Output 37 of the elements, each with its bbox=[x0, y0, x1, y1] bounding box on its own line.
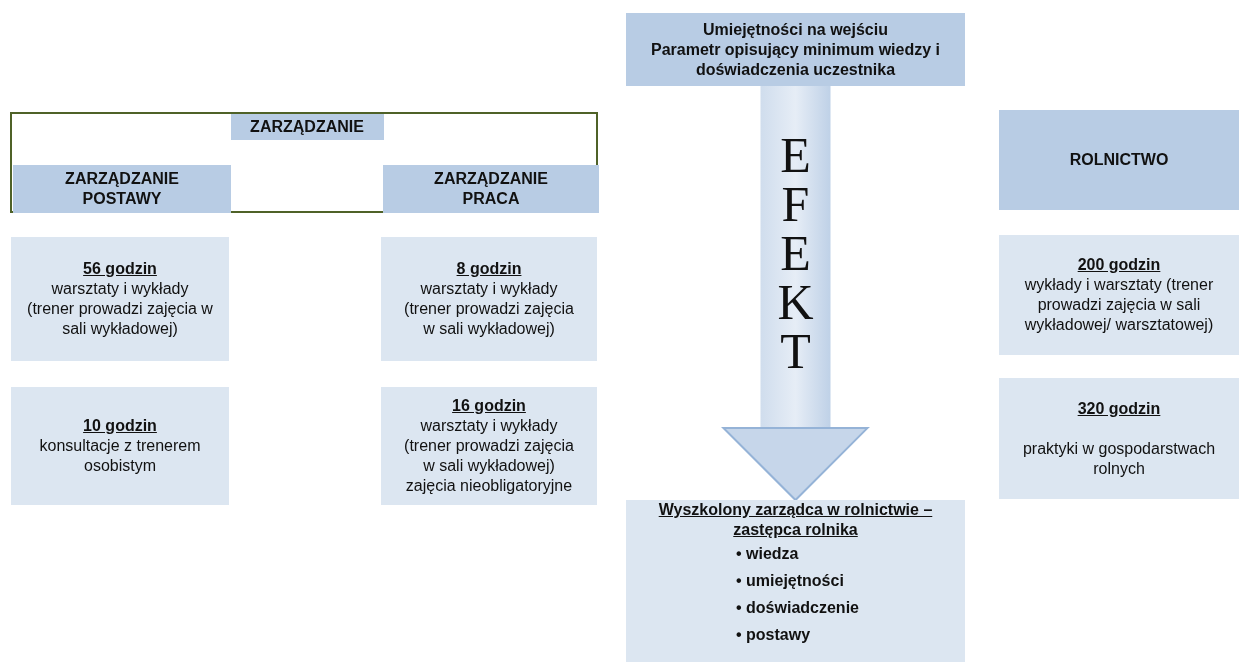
text-box bbox=[11, 237, 229, 361]
box-text: Parametr opisujący minimum wiedzy i doświadczenia uczestnika bbox=[650, 39, 941, 80]
box-text: wykłady i warsztaty (trener prowadzi zajęcia w sali wykładowej/ warsztatowej) bbox=[1023, 275, 1215, 335]
group-title: ZARZĄDZANIE bbox=[230, 114, 384, 140]
result-box bbox=[626, 500, 965, 662]
list-item: • umiejętności bbox=[735, 571, 845, 591]
category-box bbox=[13, 165, 231, 213]
hours-heading: 10 godzin bbox=[82, 416, 158, 436]
hours-heading: 8 godzin bbox=[455, 259, 523, 279]
box-text: praktyki w gospodarstwach rolnych bbox=[1021, 438, 1217, 479]
box-heading: ZARZĄDZANIE PRACA bbox=[433, 169, 549, 209]
text-box bbox=[11, 387, 229, 505]
box-heading: Wyszkolony zarządca w rolnictwie – zastępca rolnika bbox=[657, 500, 934, 540]
hours-heading: 200 godzin bbox=[1076, 255, 1162, 275]
box-heading: ROLNICTWO bbox=[1069, 150, 1169, 170]
list-item: • wiedza bbox=[735, 544, 800, 564]
list-item: • doświadczenie bbox=[735, 598, 860, 618]
category-box bbox=[999, 110, 1239, 210]
hours-heading: 320 godzin bbox=[1076, 398, 1162, 419]
box-text: warsztaty i wykłady (trener prowadzi zajęcia w sali wykładowej) zajęcia nieobligatoryjne bbox=[403, 416, 575, 496]
category-box bbox=[383, 165, 599, 213]
box-text: konsultacje z trenerem osobistym bbox=[38, 436, 202, 476]
box-text: Umiejętności na wejściu bbox=[703, 19, 888, 40]
box-text: warsztaty i wykłady (trener prowadzi zajęcia w sali wykładowej) bbox=[26, 279, 214, 339]
hours-heading: 56 godzin bbox=[82, 259, 158, 279]
hours-heading: 16 godzin bbox=[451, 396, 527, 416]
text-box bbox=[999, 378, 1239, 499]
edge-label: EFEKT bbox=[776, 131, 815, 376]
box-heading: ZARZĄDZANIE POSTAWY bbox=[64, 169, 180, 209]
text-box bbox=[381, 237, 597, 361]
input-box bbox=[626, 13, 965, 86]
box-text: warsztaty i wykłady (trener prowadzi zajęcia w sali wykładowej) bbox=[403, 279, 575, 339]
text-box bbox=[999, 235, 1239, 355]
block-arrow bbox=[722, 86, 869, 501]
list-item: • postawy bbox=[735, 625, 812, 645]
text-box bbox=[381, 387, 597, 505]
group-frame bbox=[10, 112, 598, 213]
